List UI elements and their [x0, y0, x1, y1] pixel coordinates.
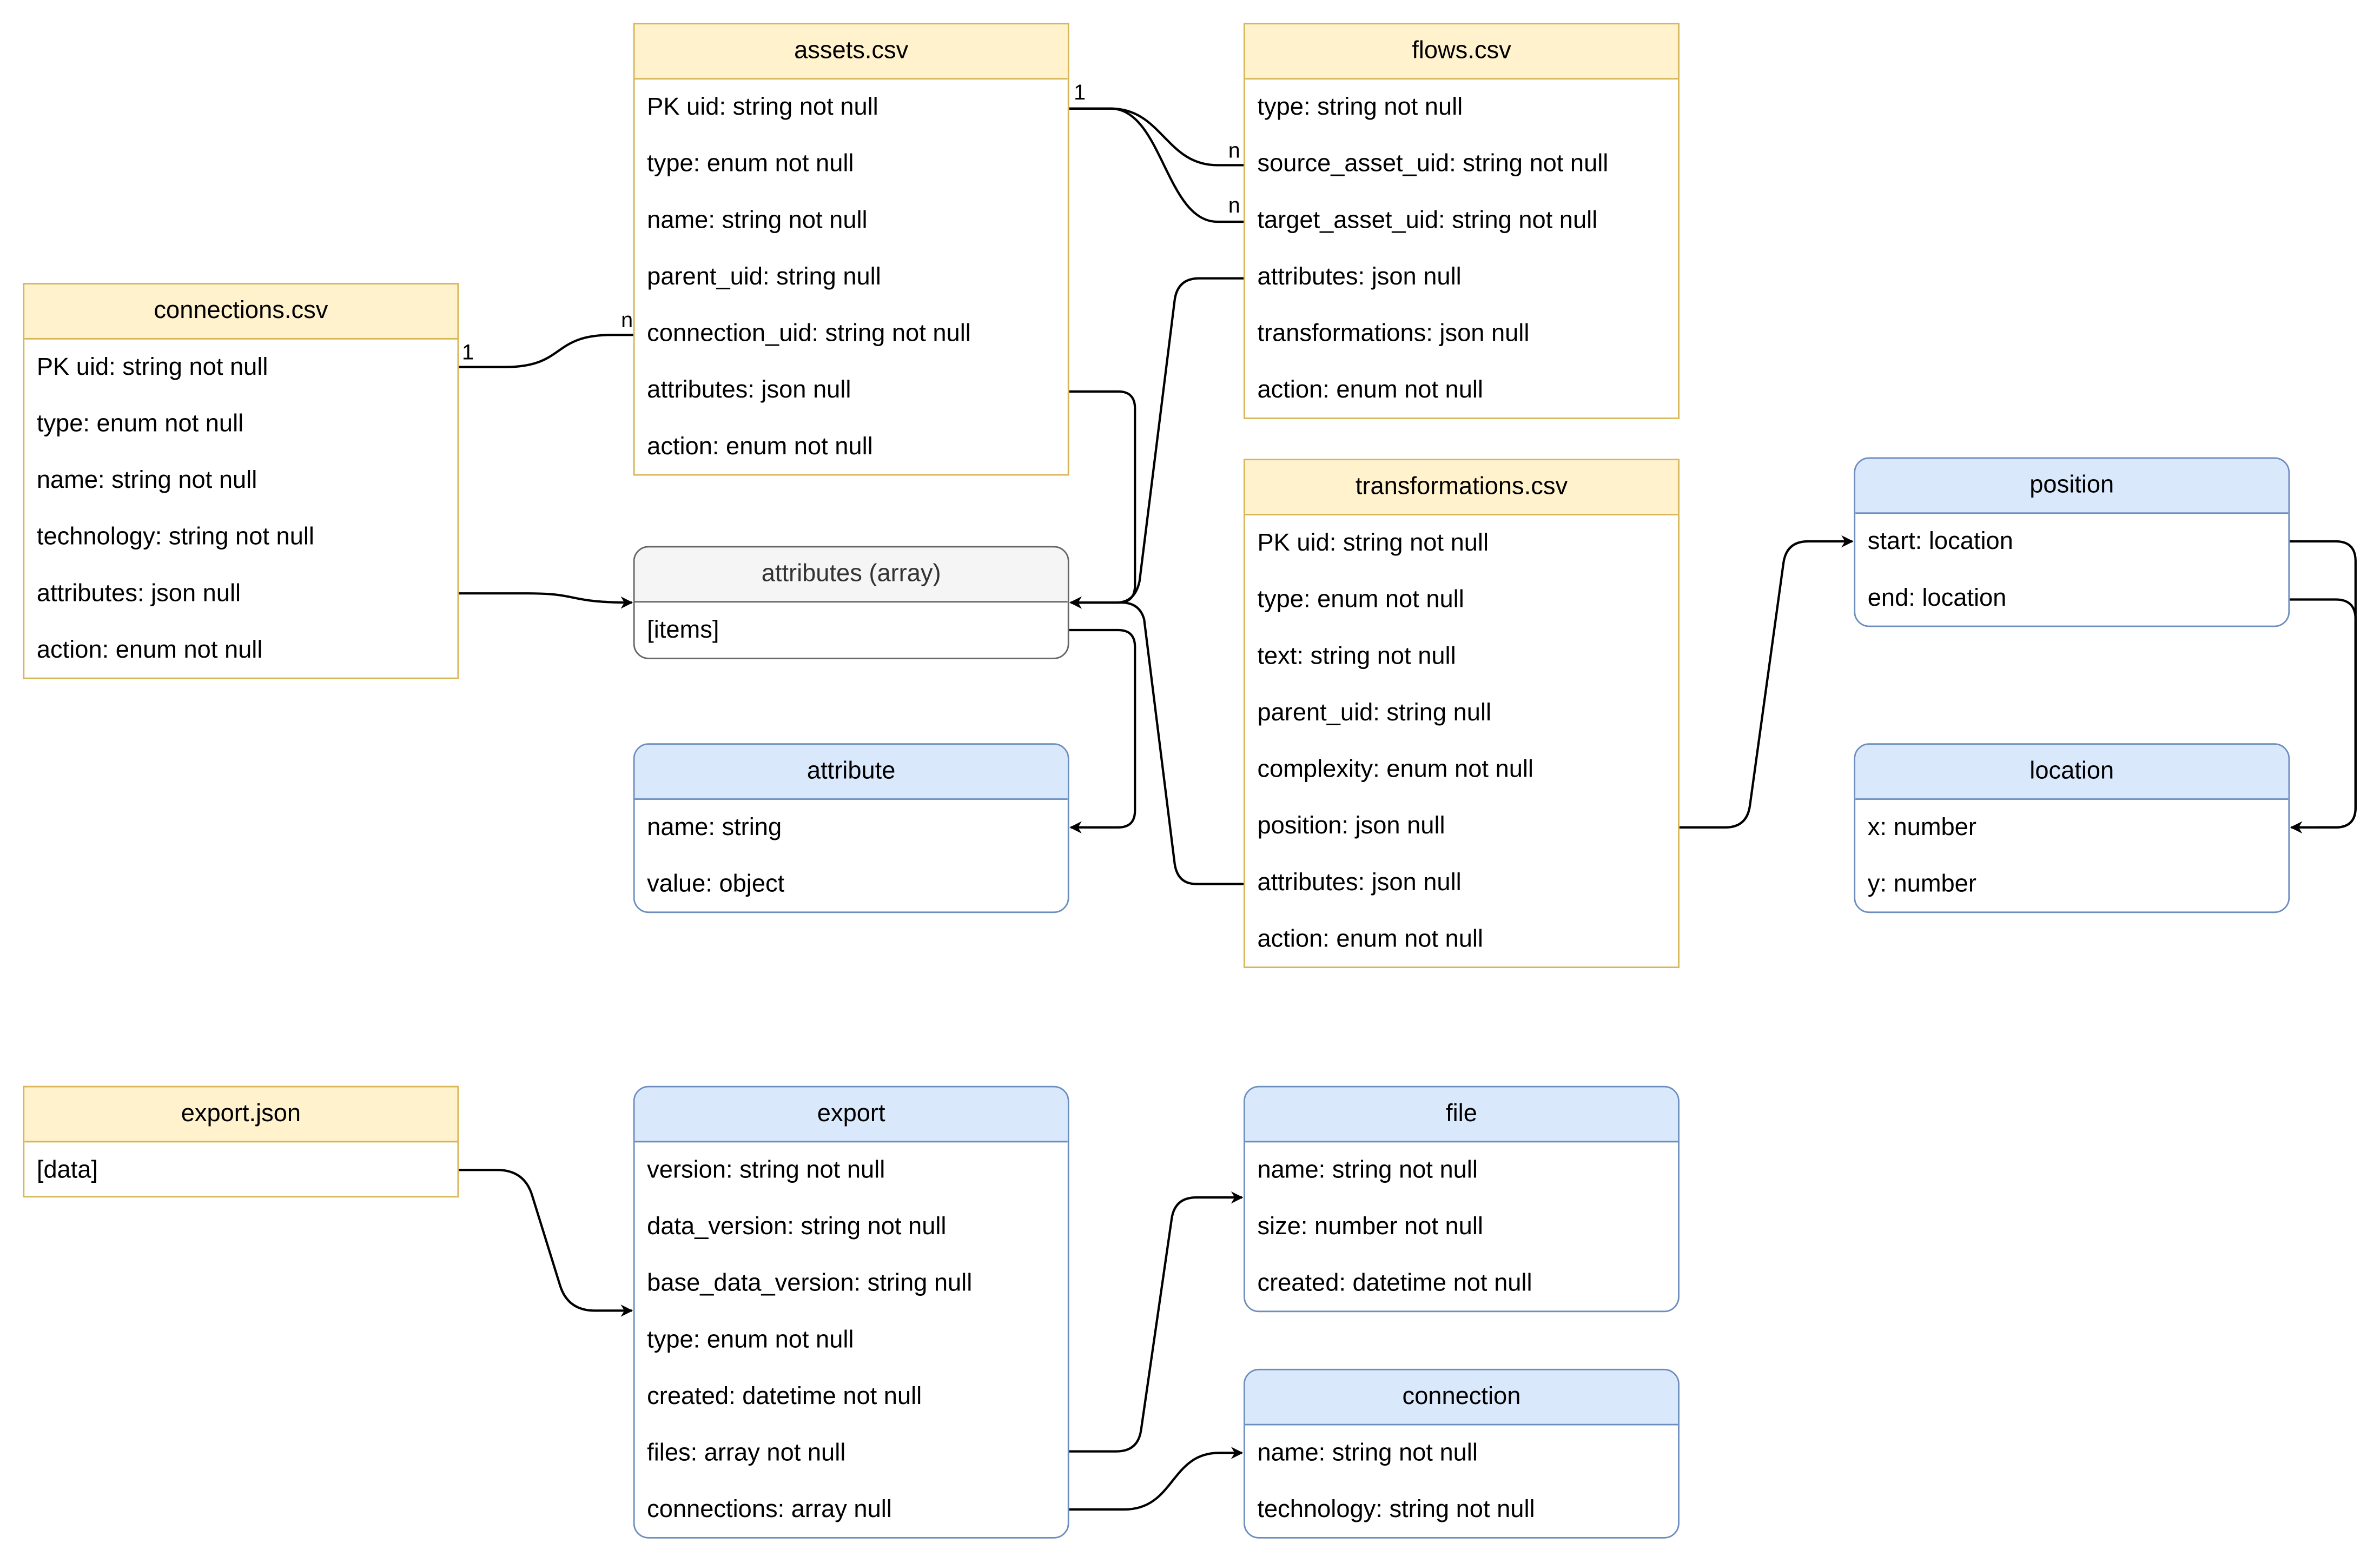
field-row: y: number [1867, 871, 1976, 898]
field-row: position: json null [1257, 813, 1445, 840]
cardinality-one-connection: 1 [461, 339, 474, 365]
field-row: connection_uid: string not null [647, 321, 971, 347]
link-exportjson-export [459, 1169, 633, 1317]
link-flows-attributes [1069, 277, 1244, 609]
field-row: start: location [1867, 529, 2013, 555]
field-row: created: datetime not null [1257, 1270, 1532, 1297]
field-row: data_version: string not null [647, 1214, 947, 1241]
entity-export-json: export.json [data] [23, 1085, 459, 1198]
entity-position: position start: location end: location [1854, 457, 2290, 627]
field-row: name: string not null [1257, 1440, 1478, 1467]
entity-location: location x: number y: number [1854, 743, 2290, 913]
field-row: attributes: json null [647, 377, 851, 404]
entity-file: file name: string not null size: number … [1244, 1085, 1680, 1313]
cardinality-one-asset: 1 [1074, 80, 1086, 104]
field-row: size: number not null [1257, 1214, 1483, 1241]
field-row: name: string not null [36, 468, 257, 494]
link-connections-attributes [459, 592, 633, 609]
field-row: parent_uid: string null [1257, 700, 1492, 727]
field-row: PK uid: string not null [647, 95, 878, 121]
entity-connections-csv: connections.csv PK uid: string not null … [23, 283, 459, 679]
entity-title: position [1855, 459, 2289, 514]
field-row: [data] [36, 1157, 98, 1184]
field-row: name: string not null [647, 208, 868, 234]
field-row: action: enum not null [36, 638, 263, 664]
link-export-files [1069, 1191, 1244, 1453]
entity-title: attributes (array) [634, 547, 1068, 603]
field-row: type: string not null [1257, 95, 1463, 121]
field-row: x: number [1867, 815, 1976, 842]
entity-attributes-array: attributes (array) [items] [633, 546, 1069, 659]
link-assets-attributes [1069, 390, 1136, 609]
field-row: end: location [1867, 586, 2007, 612]
entity-title: attribute [634, 745, 1068, 800]
field-row: source_asset_uid: string not null [1257, 151, 1609, 178]
entity-assets-csv: assets.csv PK uid: string not null type:… [633, 23, 1069, 476]
field-row: technology: string not null [1257, 1497, 1535, 1524]
field-row: attributes: json null [36, 581, 241, 607]
field-row: version: string not null [647, 1157, 885, 1184]
entity-title: connections.csv [24, 284, 458, 340]
entity-title: export [634, 1087, 1068, 1143]
entity-connection: connection name: string not null technol… [1244, 1368, 1680, 1539]
cardinality-many-source: n [1228, 137, 1240, 162]
link-position-start-location [2290, 540, 2357, 829]
field-row: name: string [647, 815, 782, 842]
field-row: action: enum not null [1257, 377, 1483, 404]
field-row: complexity: enum not null [1257, 757, 1533, 783]
field-row: attributes: json null [1257, 870, 1462, 897]
field-row: base_data_version: string null [647, 1270, 973, 1297]
entity-title: location [1855, 745, 2289, 800]
field-row: name: string not null [1257, 1157, 1478, 1184]
entity-title: flows.csv [1245, 24, 1678, 80]
entity-title: connection [1245, 1370, 1678, 1426]
entity-title: assets.csv [634, 24, 1068, 80]
link-position-end-location [2290, 598, 2357, 834]
relation-asset-source [1069, 107, 1244, 167]
entity-transformations-csv: transformations.csv PK uid: string not n… [1244, 459, 1680, 968]
field-row: transformations: json null [1257, 321, 1530, 347]
field-row: text: string not null [1257, 644, 1456, 670]
entity-flows-csv: flows.csv type: string not null source_a… [1244, 23, 1680, 419]
field-row: PK uid: string not null [1257, 531, 1489, 557]
field-row: technology: string not null [36, 524, 314, 551]
field-row: PK uid: string not null [36, 355, 268, 381]
link-items-attribute [1069, 628, 1136, 834]
entity-title: file [1245, 1087, 1678, 1143]
field-row: files: array not null [647, 1440, 846, 1467]
field-row: value: object [647, 871, 785, 898]
entity-title: export.json [24, 1087, 458, 1143]
field-row: type: enum not null [647, 1327, 854, 1354]
field-row: action: enum not null [647, 434, 873, 461]
relation-connection-asset [459, 334, 633, 368]
entity-attribute: attribute name: string value: object [633, 743, 1069, 913]
field-row: target_asset_uid: string not null [1257, 208, 1598, 234]
cardinality-many-target: n [1228, 193, 1240, 217]
cardinality-many-asset: n [621, 307, 633, 332]
entity-export: export version: string not null data_ver… [633, 1085, 1069, 1539]
entity-title: transformations.csv [1245, 460, 1678, 515]
field-row: connections: array null [647, 1497, 892, 1524]
field-row: type: enum not null [1257, 587, 1464, 613]
field-row: created: datetime not null [647, 1384, 922, 1410]
link-transformations-position [1679, 535, 1854, 829]
field-row: parent_uid: string null [647, 264, 881, 291]
field-row: type: enum not null [36, 411, 244, 438]
field-row: type: enum not null [647, 151, 854, 178]
relation-asset-target [1069, 107, 1244, 223]
link-transformations-attributes [1069, 596, 1244, 885]
field-row: action: enum not null [1257, 926, 1483, 953]
link-export-connections [1069, 1447, 1244, 1511]
field-row: attributes: json null [1257, 264, 1462, 291]
field-row: [items] [647, 618, 719, 644]
